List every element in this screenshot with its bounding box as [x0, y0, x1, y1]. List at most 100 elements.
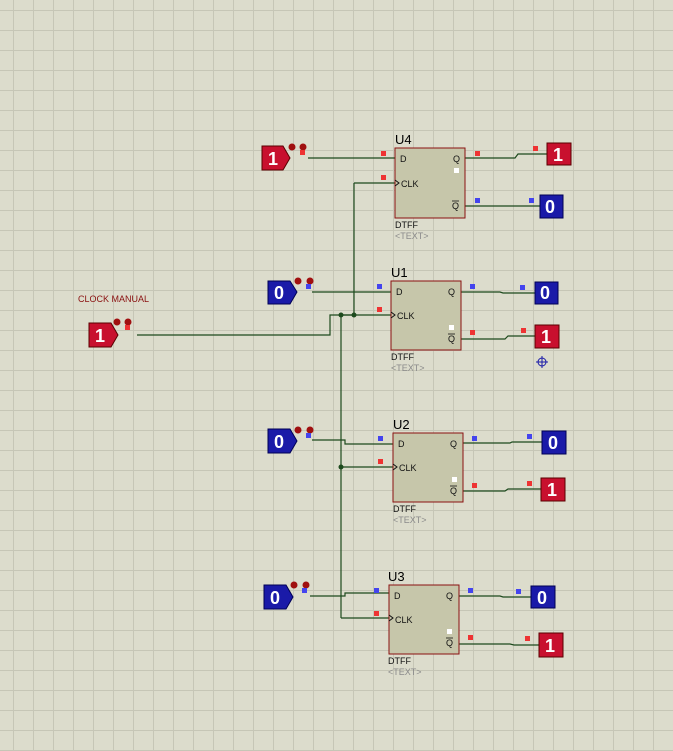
- pin-marker: [520, 285, 525, 290]
- logic-state-u1[interactable]: 0: [267, 277, 314, 305]
- wire-q-u2: [463, 441, 542, 444]
- chip-ref: U4: [395, 132, 412, 147]
- clock-label: CLOCK MANUAL: [78, 294, 149, 304]
- pin-q-label: Q: [453, 154, 460, 164]
- probe-value: 0: [537, 588, 547, 608]
- clock-edge-icon: [390, 311, 396, 319]
- logic-probe: [530, 585, 556, 609]
- pin-marker: [378, 459, 383, 464]
- wire-d-u2: [312, 439, 393, 445]
- wire-q-u4: [465, 153, 547, 159]
- pin-marker: [377, 284, 382, 289]
- pin-qbar-label: Q: [452, 201, 459, 211]
- pin-marker: [302, 588, 307, 593]
- toggle-dot-icon[interactable]: [294, 426, 302, 434]
- logic-probe: [534, 324, 560, 349]
- pin-q-label: Q: [448, 287, 455, 297]
- chip-type: DTFF: [395, 220, 418, 230]
- toggle-dot-icon[interactable]: [124, 318, 132, 326]
- pin-q-label: Q: [446, 591, 453, 601]
- toggle-dot-icon[interactable]: [306, 277, 314, 285]
- pin-qbar-label: Q: [448, 334, 455, 344]
- probe-value: 1: [545, 636, 555, 656]
- pin-marker: [306, 433, 311, 438]
- pin-d-label: D: [398, 439, 405, 449]
- probe-u3-qbar: 1: [525, 632, 564, 658]
- chip-body[interactable]: [392, 432, 464, 503]
- pin-marker: [454, 168, 459, 173]
- pin-marker: [447, 629, 452, 634]
- pin-marker: [377, 307, 382, 312]
- toggle-dot-icon[interactable]: [288, 143, 296, 151]
- wire-clock: [137, 314, 354, 336]
- probe-value: 0: [545, 197, 555, 217]
- probe-u2-q: 0: [527, 430, 567, 455]
- pin-marker: [374, 588, 379, 593]
- toggle-dot-icon[interactable]: [299, 143, 307, 151]
- input-value: 0: [270, 588, 280, 608]
- pin-marker: [475, 151, 480, 156]
- chip-text: <TEXT>: [391, 363, 425, 373]
- toggle-dot-icon[interactable]: [302, 581, 310, 589]
- wire-qbar-u2: [463, 488, 541, 492]
- pin-marker: [516, 589, 521, 594]
- clock-edge-icon: [394, 179, 400, 187]
- flip-flop-u4[interactable]: U4 D CLK Q Q DTFF <TEXT>: [381, 132, 480, 241]
- logic-state-box[interactable]: [261, 145, 291, 171]
- logic-state-box[interactable]: [88, 322, 119, 348]
- wires: [137, 153, 547, 646]
- pin-marker: [527, 481, 532, 486]
- toggle-dot-icon[interactable]: [290, 581, 298, 589]
- input-value: 0: [274, 283, 284, 303]
- probe-u2-qbar: 1: [527, 477, 566, 502]
- toggle-dot-icon[interactable]: [294, 277, 302, 285]
- pin-marker: [475, 198, 480, 203]
- probe-value: 1: [553, 145, 563, 165]
- toggle-dot-icon[interactable]: [113, 318, 121, 326]
- toggle-dot-icon[interactable]: [306, 426, 314, 434]
- pin-marker: [470, 330, 475, 335]
- pin-marker: [452, 477, 457, 482]
- pin-marker: [381, 151, 386, 156]
- pin-marker: [449, 325, 454, 330]
- crosshair-icon: [536, 356, 548, 368]
- chip-body[interactable]: [390, 280, 462, 351]
- probe-value: 0: [540, 283, 550, 303]
- flip-flop-u3[interactable]: U3 D CLK Q Q DTFF <TEXT>: [374, 569, 473, 677]
- probe-u1-q: 0: [520, 281, 559, 305]
- pin-d-label: D: [400, 154, 407, 164]
- flip-flop-u2[interactable]: U2 D CLK Q Q DTFF <TEXT>: [378, 417, 477, 525]
- probe-u4-qbar: 0: [529, 194, 564, 219]
- pin-marker: [529, 198, 534, 203]
- pin-marker: [300, 150, 305, 155]
- chip-type: DTFF: [391, 352, 414, 362]
- pin-marker: [472, 483, 477, 488]
- logic-state-box[interactable]: [267, 428, 298, 454]
- chip-type: DTFF: [388, 656, 411, 666]
- junction-dot: [351, 312, 357, 318]
- logic-state-u4[interactable]: 1: [261, 143, 307, 171]
- pin-clk-label: CLK: [397, 311, 415, 321]
- logic-probe: [540, 477, 566, 502]
- flip-flop-u1[interactable]: U1 D CLK Q Q DTFF <TEXT>: [377, 265, 475, 373]
- probe-value: 0: [548, 433, 558, 453]
- pin-marker: [470, 284, 475, 289]
- probe-u4-q: 1: [533, 142, 572, 166]
- clock-manual-source[interactable]: CLOCK MANUAL 1: [78, 294, 149, 348]
- logic-state-u3[interactable]: 0: [263, 581, 310, 610]
- logic-state-u2[interactable]: 0: [267, 426, 314, 454]
- chip-body[interactable]: [394, 147, 466, 219]
- pin-marker: [306, 284, 311, 289]
- probe-u1-qbar: 1: [521, 324, 560, 349]
- pin-clk-label: CLK: [401, 179, 419, 189]
- logic-state-box[interactable]: [267, 280, 298, 305]
- logic-probe: [541, 430, 567, 455]
- pin-marker: [472, 436, 477, 441]
- chip-body[interactable]: [388, 584, 460, 655]
- logic-state-box[interactable]: [263, 584, 294, 610]
- probe-value: 1: [547, 480, 557, 500]
- pin-marker: [125, 325, 130, 330]
- chip-text: <TEXT>: [393, 515, 427, 525]
- logic-probe: [538, 632, 564, 658]
